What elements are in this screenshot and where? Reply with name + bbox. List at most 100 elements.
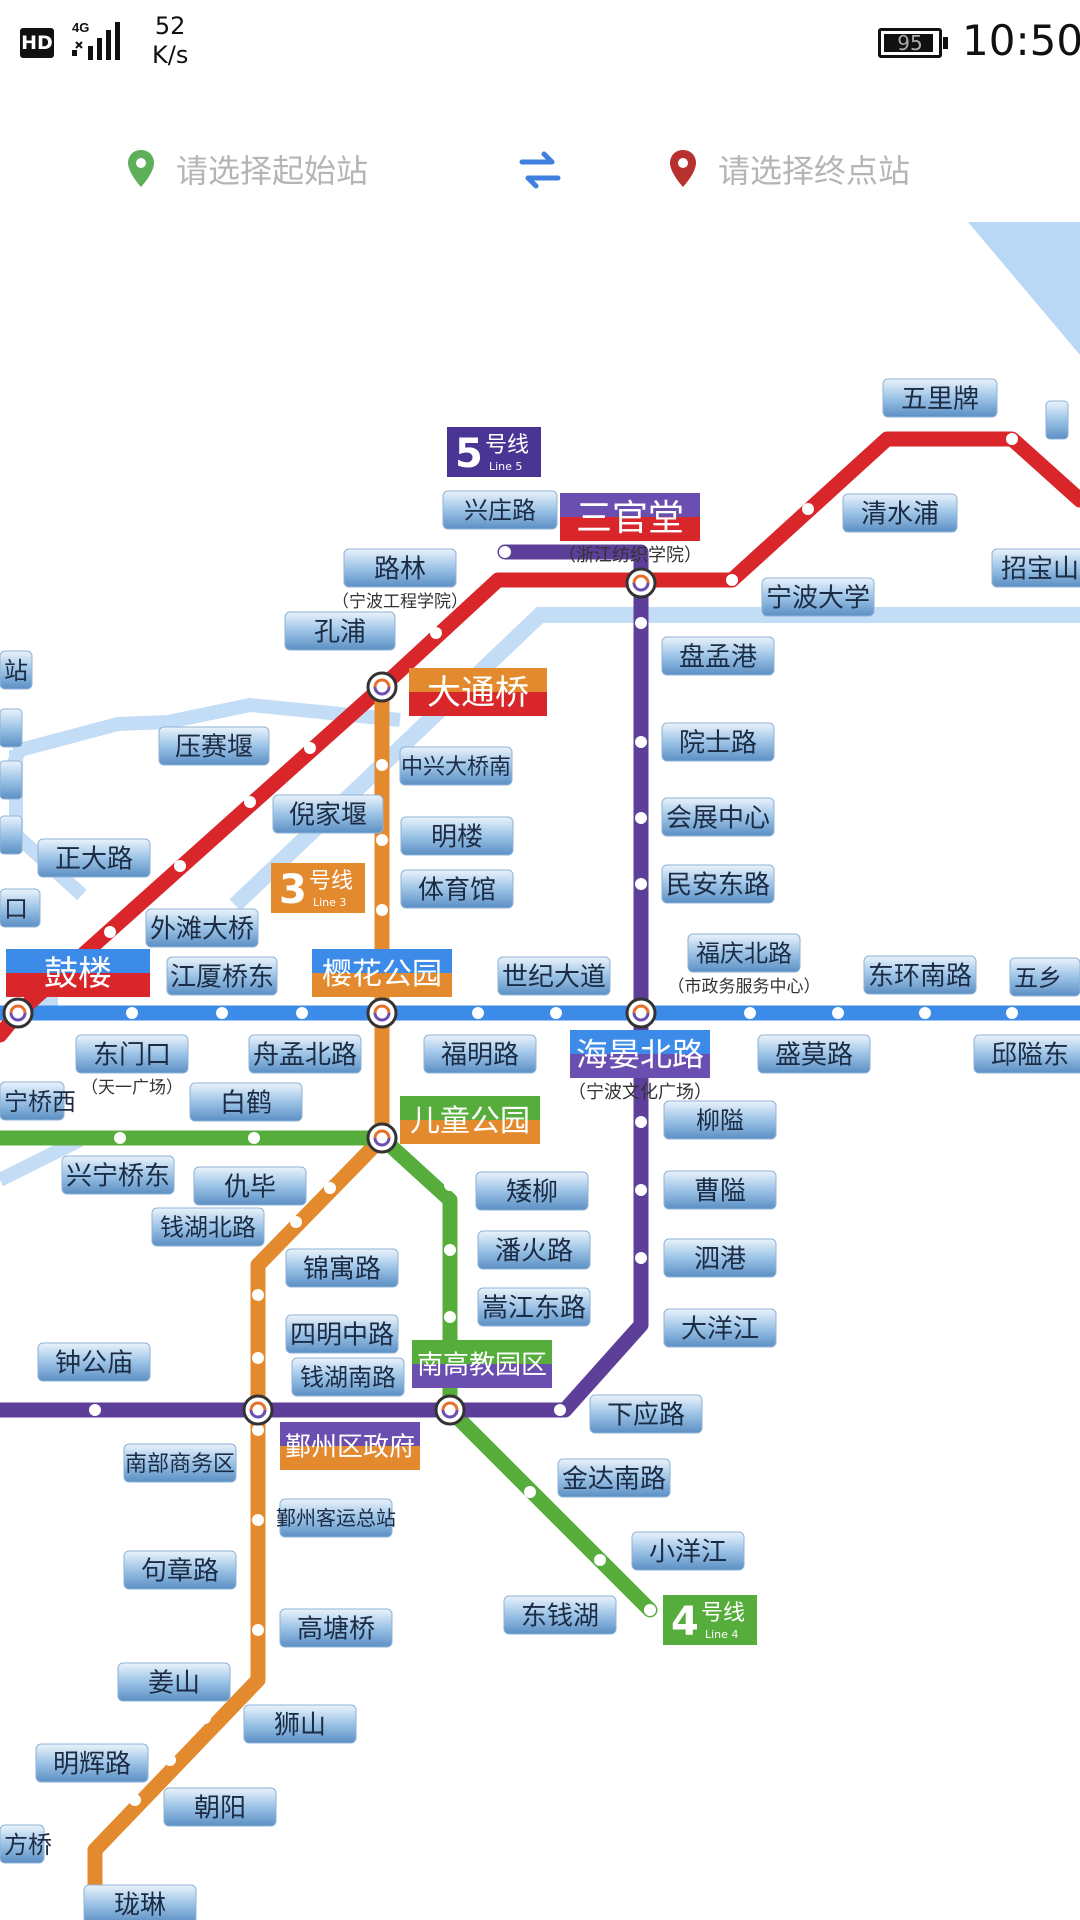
- station-label[interactable]: 姜山: [117, 1662, 231, 1702]
- edge-station-label[interactable]: 口: [0, 888, 41, 928]
- transfer-station-label-haiyanbeilu[interactable]: 海晏北路（宁波文化广场）: [568, 1030, 712, 1103]
- station-label[interactable]: 宁波大学: [761, 577, 875, 617]
- station-label[interactable]: 盘孟港: [661, 636, 775, 676]
- transfer-station-label-gulou[interactable]: 鼓楼: [6, 949, 150, 997]
- station-label[interactable]: 矮柳: [475, 1171, 589, 1211]
- station-label[interactable]: 小洋江: [631, 1531, 745, 1571]
- end-station-selector[interactable]: 请选择终点站: [668, 144, 910, 194]
- station-label[interactable]: 外滩大桥: [145, 908, 259, 948]
- station-label[interactable]: 鄞州客运总站: [276, 1498, 396, 1538]
- transfer-station-label-ertonggongyuan[interactable]: 儿童公园: [400, 1096, 540, 1144]
- station-label[interactable]: 盛莫路: [757, 1034, 871, 1074]
- transfer-node-nangaojiaoyuanqu-glyph: [441, 1401, 459, 1411]
- station-label[interactable]: 金达南路: [557, 1458, 671, 1498]
- station-label-bg: [503, 1595, 617, 1635]
- station-label[interactable]: 大洋江: [663, 1308, 777, 1348]
- station-label[interactable]: 五里牌: [882, 378, 998, 418]
- station-label-bg: [663, 1238, 777, 1278]
- station-label[interactable]: 院士路: [661, 722, 775, 762]
- transfer-node-yinghuagongyuan[interactable]: [366, 997, 398, 1029]
- station-name: 盛莫路: [775, 1040, 853, 1070]
- station-label[interactable]: 体育馆: [400, 869, 514, 909]
- station-label[interactable]: 民安东路: [661, 864, 775, 904]
- station-name: 福明路: [441, 1040, 519, 1070]
- edge-station-label[interactable]: 宁桥西: [0, 1081, 76, 1121]
- transfer-node-yinzhouquzhengfu[interactable]: [242, 1394, 274, 1426]
- station-label[interactable]: 世纪大道: [497, 956, 611, 996]
- station-label[interactable]: 压赛堰: [158, 726, 270, 766]
- transfer-station-label-datongqiao[interactable]: 大通桥: [409, 668, 547, 716]
- transfer-station-label-nangaojiaoyuanqu[interactable]: 南高教园区: [412, 1340, 552, 1388]
- station-label[interactable]: 东门口（天一广场）: [75, 1034, 189, 1098]
- station-label[interactable]: 曹隘: [663, 1170, 777, 1210]
- station-label[interactable]: 邱隘东: [973, 1034, 1080, 1074]
- transfer-station-name: 南高教园区: [417, 1350, 547, 1380]
- edge-station-label[interactable]: 五乡: [1009, 957, 1080, 997]
- station-label[interactable]: 泗港: [663, 1238, 777, 1278]
- station-label[interactable]: 路林（宁波工程学院）: [332, 548, 468, 612]
- station-name: 明辉路: [53, 1749, 131, 1779]
- station-label[interactable]: 狮山: [243, 1704, 357, 1744]
- station-name: 仇毕: [224, 1172, 276, 1202]
- transfer-node-sanguantang[interactable]: [625, 567, 657, 599]
- start-station-selector[interactable]: 请选择起始站: [126, 144, 368, 194]
- transfer-label-bottom: [400, 1120, 540, 1144]
- station-label[interactable]: 会展中心: [661, 797, 775, 837]
- station-label[interactable]: 锦寓路: [285, 1248, 399, 1288]
- station-label[interactable]: 珑琳: [83, 1884, 197, 1920]
- transfer-node-datongqiao[interactable]: [366, 671, 398, 703]
- station-label[interactable]: 福庆北路（市政务服务中心）: [668, 933, 821, 997]
- station-label[interactable]: 高塘桥: [279, 1608, 393, 1648]
- station-label-bg: [243, 1704, 357, 1744]
- station-label[interactable]: 舟孟北路: [248, 1034, 362, 1074]
- edge-station-label[interactable]: 站: [0, 650, 33, 690]
- station-label[interactable]: 兴庄路: [442, 490, 558, 530]
- station-label[interactable]: 下应路: [589, 1394, 703, 1434]
- station-label[interactable]: 句章路: [123, 1550, 237, 1590]
- station-label[interactable]: 钱湖南路: [291, 1357, 405, 1397]
- station-label[interactable]: 招宝山: [991, 548, 1080, 588]
- station-label[interactable]: 孔浦: [284, 611, 396, 651]
- station-label[interactable]: 明辉路: [35, 1743, 149, 1783]
- transfer-station-label-yinzhouquzhengfu[interactable]: 鄞州区政府: [280, 1422, 420, 1470]
- edge-station-label[interactable]: 方桥: [0, 1824, 52, 1864]
- station-label[interactable]: 四明中路: [285, 1314, 399, 1354]
- station-dot: [802, 503, 814, 515]
- station-label[interactable]: 钟公庙: [37, 1342, 151, 1382]
- station-label[interactable]: 福明路: [423, 1034, 537, 1074]
- station-label[interactable]: 东环南路: [863, 955, 977, 995]
- transfer-station-label-yinghuagongyuan[interactable]: 樱花公园: [312, 949, 452, 997]
- station-label[interactable]: 东钱湖: [503, 1595, 617, 1635]
- station-label[interactable]: 江厦桥东: [166, 956, 278, 996]
- transfer-node-haiyanbeilu[interactable]: [625, 997, 657, 1029]
- transfer-station-label-sanguantang[interactable]: 三官堂（浙江纺织学院）: [558, 493, 702, 566]
- transfer-station-name: 儿童公园: [410, 1104, 530, 1139]
- transfer-node-nangaojiaoyuanqu[interactable]: [434, 1394, 466, 1426]
- station-label[interactable]: 正大路: [37, 838, 151, 878]
- station-label[interactable]: 柳隘: [663, 1100, 777, 1140]
- swap-arrows-icon[interactable]: [516, 146, 564, 194]
- station-name: 矮柳: [506, 1177, 558, 1207]
- station-name: 钱湖北路: [160, 1214, 256, 1242]
- station-label[interactable]: 中兴大桥南: [399, 746, 513, 786]
- station-label[interactable]: 仇毕: [193, 1166, 307, 1206]
- transfer-node-ertonggongyuan[interactable]: [366, 1122, 398, 1154]
- station-name: 姜山: [148, 1668, 200, 1698]
- station-label[interactable]: 倪家堰: [272, 794, 384, 834]
- metro-map[interactable]: 五里牌清水浦招宝山 兴庄路路林（宁波工程学院） 宁波大学孔浦盘孟港压赛堰中兴大桥南 院…: [0, 220, 1080, 1920]
- battery-tip: [943, 37, 948, 49]
- station-label[interactable]: 钱湖北路: [151, 1207, 265, 1247]
- station-label[interactable]: 潘火路: [477, 1230, 591, 1270]
- station-label[interactable]: 朝阳: [163, 1787, 277, 1827]
- transfer-node-gulou[interactable]: [2, 997, 34, 1029]
- station-label[interactable]: 白鹤: [189, 1082, 303, 1122]
- station-label[interactable]: 南部商务区: [123, 1443, 237, 1483]
- station-label[interactable]: 清水浦: [842, 493, 958, 533]
- station-label[interactable]: 兴宁桥东: [61, 1155, 175, 1195]
- station-name: 明楼: [431, 822, 483, 852]
- station-name: 兴庄路: [464, 497, 536, 525]
- station-label[interactable]: 嵩江东路: [477, 1287, 591, 1327]
- station-label[interactable]: 明楼: [400, 816, 514, 856]
- station-name: 南部商务区: [125, 1452, 235, 1477]
